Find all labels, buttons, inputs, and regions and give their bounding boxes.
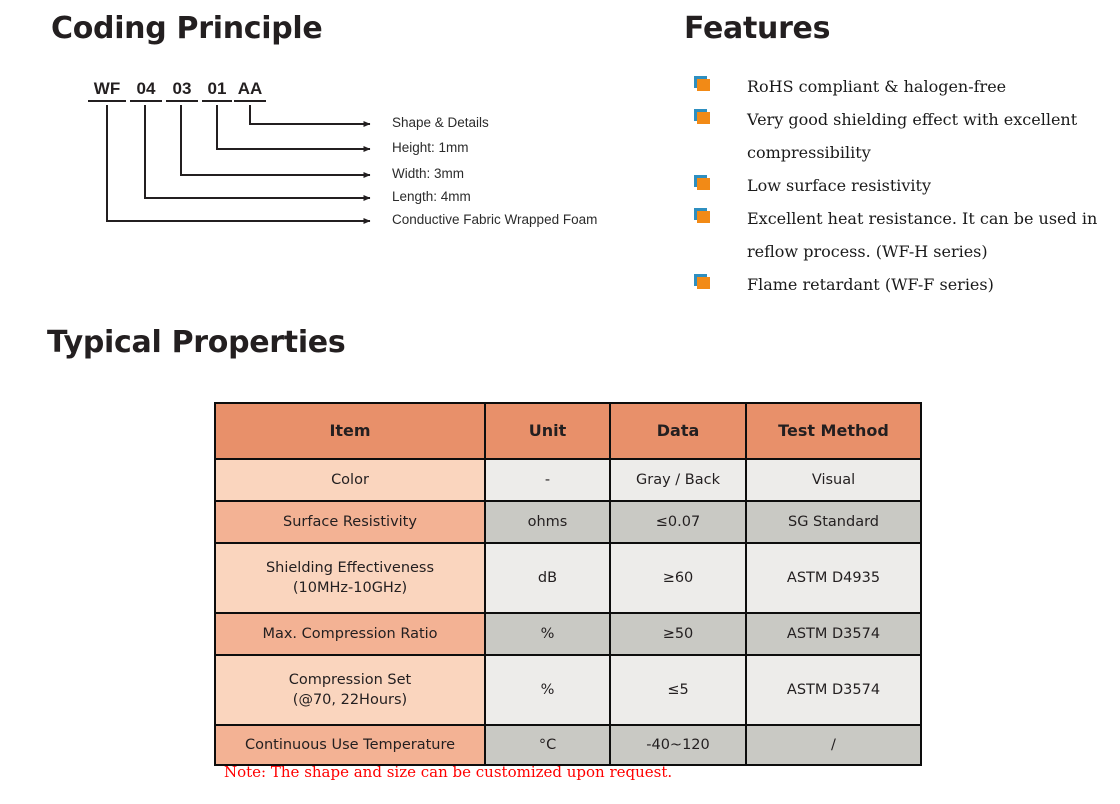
- code-token-height: 01: [202, 79, 232, 102]
- cell-method: SG Standard: [745, 500, 922, 544]
- table-header-method: Test Method: [745, 402, 922, 460]
- table-row: Compression Set (@70, 22Hours) % ≤5 ASTM…: [214, 654, 922, 726]
- cell-unit: %: [484, 654, 611, 726]
- cell-unit: %: [484, 612, 611, 656]
- square-bullet-icon: [694, 76, 712, 93]
- feature-text: Excellent heat resistance. It can be use…: [747, 209, 1098, 261]
- cell-data: ≤5: [609, 654, 747, 726]
- feature-item: Low surface resistivity: [694, 169, 1114, 202]
- feature-text: Very good shielding effect with excellen…: [747, 110, 1078, 162]
- cell-item: Shielding Effectiveness (10MHz-10GHz): [214, 542, 486, 614]
- code-token-shape: AA: [234, 79, 266, 102]
- table-row: Shielding Effectiveness (10MHz-10GHz) dB…: [214, 542, 922, 614]
- code-token-wf: WF: [88, 79, 126, 102]
- cell-unit: °C: [484, 724, 611, 766]
- feature-text: Low surface resistivity: [747, 176, 932, 195]
- cell-item-line1: Compression Set: [288, 672, 412, 688]
- callout-label-width: Width: 3mm: [392, 166, 465, 181]
- square-bullet-icon: [694, 109, 712, 126]
- cell-method: Visual: [745, 458, 922, 502]
- table-row: Surface Resistivity ohms ≤0.07 SG Standa…: [214, 500, 922, 544]
- table-row: Max. Compression Ratio % ≥50 ASTM D3574: [214, 612, 922, 656]
- cell-method: ASTM D3574: [745, 654, 922, 726]
- feature-text: RoHS compliant & halogen-free: [747, 77, 1007, 96]
- coding-leader-lines: [106, 105, 371, 224]
- cell-item-line1: Shielding Effectiveness: [265, 560, 435, 576]
- cell-data: -40~120: [609, 724, 747, 766]
- code-token-width: 03: [166, 79, 198, 102]
- typical-properties-table: Item Unit Data Test Method Color - Gray …: [214, 402, 922, 766]
- callout-label-height: Height: 1mm: [392, 140, 469, 155]
- feature-item: Excellent heat resistance. It can be use…: [694, 202, 1114, 268]
- table-row: Continuous Use Temperature °C -40~120 /: [214, 724, 922, 766]
- table-header-unit: Unit: [484, 402, 611, 460]
- feature-text: Flame retardant (WF-F series): [747, 275, 994, 294]
- feature-item: Very good shielding effect with excellen…: [694, 103, 1114, 169]
- cell-item-line2: (10MHz-10GHz): [292, 580, 408, 596]
- cell-item: Max. Compression Ratio: [214, 612, 486, 656]
- table-header-data: Data: [609, 402, 747, 460]
- callout-label-material: Conductive Fabric Wrapped Foam: [392, 212, 598, 227]
- cell-item: Surface Resistivity: [214, 500, 486, 544]
- page-title-coding-principle: Coding Principle: [51, 11, 323, 46]
- page-title-features: Features: [684, 11, 831, 46]
- square-bullet-icon: [694, 208, 712, 225]
- square-bullet-icon: [694, 175, 712, 192]
- square-bullet-icon: [694, 274, 712, 291]
- cell-item: Continuous Use Temperature: [214, 724, 486, 766]
- page-title-typical-properties: Typical Properties: [47, 325, 346, 360]
- callout-label-shape-details: Shape & Details: [392, 115, 489, 130]
- code-token-length: 04: [130, 79, 162, 102]
- cell-data: ≥50: [609, 612, 747, 656]
- cell-method: ASTM D3574: [745, 612, 922, 656]
- feature-item: Flame retardant (WF-F series): [694, 268, 1114, 301]
- cell-item: Compression Set (@70, 22Hours): [214, 654, 486, 726]
- cell-data: ≤0.07: [609, 500, 747, 544]
- features-list: RoHS compliant & halogen-free Very good …: [694, 70, 1114, 301]
- table-header-item: Item: [214, 402, 486, 460]
- callout-label-length: Length: 4mm: [392, 189, 471, 204]
- table-header-row: Item Unit Data Test Method: [214, 402, 922, 460]
- cell-unit: -: [484, 458, 611, 502]
- coding-principle-diagram: WF 04 03 01 AA Shape & Details Height: 1…: [0, 60, 680, 245]
- cell-item-line2: (@70, 22Hours): [292, 692, 408, 708]
- cell-data: ≥60: [609, 542, 747, 614]
- feature-item: RoHS compliant & halogen-free: [694, 70, 1114, 103]
- cell-method: /: [745, 724, 922, 766]
- cell-method: ASTM D4935: [745, 542, 922, 614]
- cell-data: Gray / Back: [609, 458, 747, 502]
- table-row: Color - Gray / Back Visual: [214, 458, 922, 502]
- cell-unit: dB: [484, 542, 611, 614]
- cell-item: Color: [214, 458, 486, 502]
- table-note: Note: The shape and size can be customiz…: [224, 763, 673, 781]
- cell-unit: ohms: [484, 500, 611, 544]
